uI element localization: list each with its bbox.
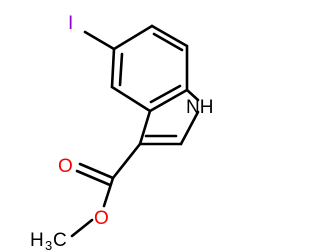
bond-carbonyl-double-b — [75, 169, 112, 187]
bond-c6-c7 — [150, 24, 189, 48]
bond-c4-c5 — [110, 47, 116, 89]
bond-c7a-c3a — [148, 88, 189, 113]
bond-carbonyl-double-a — [78, 162, 115, 180]
ester-oxygen-label: O — [94, 208, 109, 229]
bond-c3a-c4 — [110, 85, 152, 113]
bond-ester-o-methyl — [70, 218, 94, 238]
methyl-subscript-label: 3 — [45, 238, 52, 250]
bond-c6-c7-inner — [152, 32, 184, 52]
bond-c5-c6 — [112, 24, 154, 51]
methyl-group-label: H 3 C — [30, 230, 67, 250]
nitrogen-atom-label: NH — [186, 97, 213, 118]
pyrrole-ring — [138, 88, 200, 146]
bond-c4-c5-inner — [118, 52, 124, 87]
bond-carbonyl-ester-o — [102, 176, 115, 208]
iodine-atom-label: I — [68, 13, 73, 34]
benzene-ring — [110, 24, 189, 113]
methyl-h-label: H — [30, 230, 44, 250]
bond-n1-c2 — [179, 110, 200, 146]
bond-c3-carbonyl — [111, 142, 142, 180]
bond-c5-iodine — [83, 30, 116, 51]
carbonyl-oxygen-label: O — [58, 156, 73, 177]
bond-c7a-c3a-inner — [149, 84, 182, 104]
ester-group — [70, 142, 142, 238]
bond-c7a-n1 — [185, 88, 200, 102]
methyl-c-label: C — [53, 230, 67, 250]
bond-c3-c3a — [138, 109, 152, 146]
molecule-structure: I NH O O H 3 C — [30, 13, 213, 250]
